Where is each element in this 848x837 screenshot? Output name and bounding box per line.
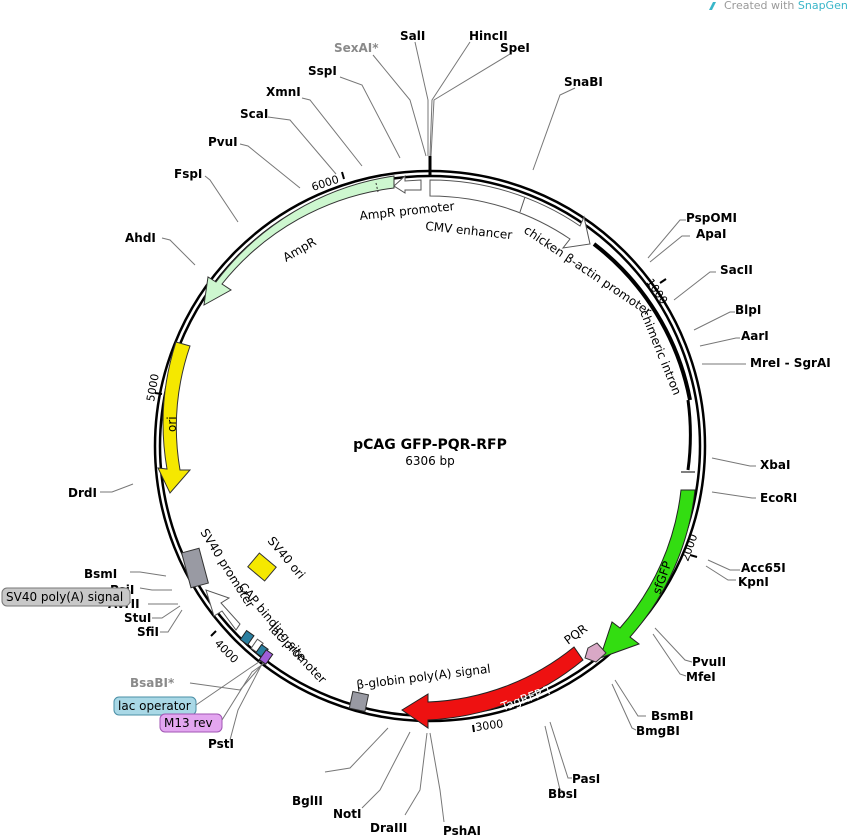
plasmid-name: pCAG GFP-PQR-RFP [353,437,507,453]
site-sfii: SfiI [137,625,159,639]
site-bmgbi: BmgBI [636,724,680,738]
site-acc65i: Acc65I [741,561,786,575]
site-hincii: HincII [469,29,508,43]
site-bglii: BglII [292,794,323,808]
sv40-polya-feature [181,547,209,589]
site-pvuii: PvuII [692,655,726,669]
cmv-enhancer-label: CMV enhancer [425,219,513,242]
sfgfp-arrow [599,489,696,659]
m13-rev-box [159,713,223,733]
sv40-ori-label: SV40 ori [265,534,308,582]
ampr-promoter-label: AmpR promoter [359,199,455,223]
chimeric-intron-end [686,399,692,471]
site-kpni: KpnI [738,575,769,589]
sv40-ori-feature [247,552,277,582]
ampr-label: AmpR [281,235,319,265]
beta-globin-polya-box [348,690,370,713]
site-mrei-sgrai: MreI - SgrAI [750,356,831,370]
site-ahdi: AhdI [125,231,156,245]
cap-binding-site-box [239,629,255,646]
credit-prefix: Created with [724,0,794,12]
site-mfei: MfeI [686,670,716,684]
site-ecori: EcoRI [760,491,797,505]
site-apai: ApaI [696,227,726,241]
ampr-arrow [203,175,395,306]
ori-label: ori [165,416,179,432]
site-fspi: FspI [174,167,202,181]
plasmid-size: 6306 bp [405,454,455,468]
lac-operator-box [113,696,197,716]
site-labels: SalI HincII SpeI SexAI* SspI XmnI ScaI P… [68,29,831,837]
svg-text:Created with SnapGene®: Created with SnapGene® [724,0,848,12]
site-bsabi: BsaBI* [130,676,175,690]
beta-globin-polya-label: β-globin poly(A) signal [356,662,492,692]
site-xbai: XbaI [760,458,790,472]
site-sexai: SexAI* [334,41,379,55]
site-pasi: PasI [572,772,600,786]
m13-rev-feature [258,649,274,665]
m13-rev-label: M13 rev [164,716,213,730]
site-pspomi: PspOMI [686,211,737,225]
tagrfp-arrow [401,646,584,729]
site-pshai: PshAI [443,824,481,837]
site-xmni: XmnI [266,85,301,99]
site-bbsi: BbsI [548,787,577,801]
site-stui: StuI [124,611,151,625]
cmv-enhancer-arrow [429,179,591,249]
site-sspi: SspI [308,64,337,78]
ampr-promoter-arrow [393,174,422,194]
site-noti: NotI [333,807,362,821]
chimeric-intron-bar [592,242,692,401]
site-sacii: SacII [720,263,753,277]
sv40-polya-box [1,587,131,607]
site-bsmbi: BsmBI [651,709,693,723]
site-bsmi: BsmI [84,567,117,581]
site-draiii: DraIII [370,821,407,835]
site-psti: PstI [208,737,234,751]
sv40-promoter-arrow [205,589,241,631]
lac-promoter-label: lac promoter [266,621,329,686]
snapgene-logo-icon [709,2,716,10]
tick-5000: 5000 [144,373,162,403]
sv40-polya-label: SV40 poly(A) signal [6,590,123,604]
tick-3000: 3000 [475,717,505,734]
ori-arrow [157,341,192,494]
site-pvui: PvuI [208,135,238,149]
site-scai: ScaI [240,107,268,121]
site-sali: SalI [400,29,425,43]
site-drdi: DrdI [68,486,97,500]
site-snabi: SnaBI [564,75,603,89]
boxed-labels: SV40 poly(A) signal lac operator M13 rev [1,587,267,733]
pqr-arrow [584,642,607,663]
site-leaders [100,41,756,823]
features [157,174,696,729]
lac-operator-label: lac operator [118,699,191,713]
site-blpi: BlpI [735,303,761,317]
credit-brand: SnapGene [798,0,848,12]
snapgene-credit: Created with SnapGene® [709,0,848,12]
pqr-label: PQR [562,621,590,647]
site-aari: AarI [741,329,769,343]
site-spei: SpeI [500,41,530,55]
